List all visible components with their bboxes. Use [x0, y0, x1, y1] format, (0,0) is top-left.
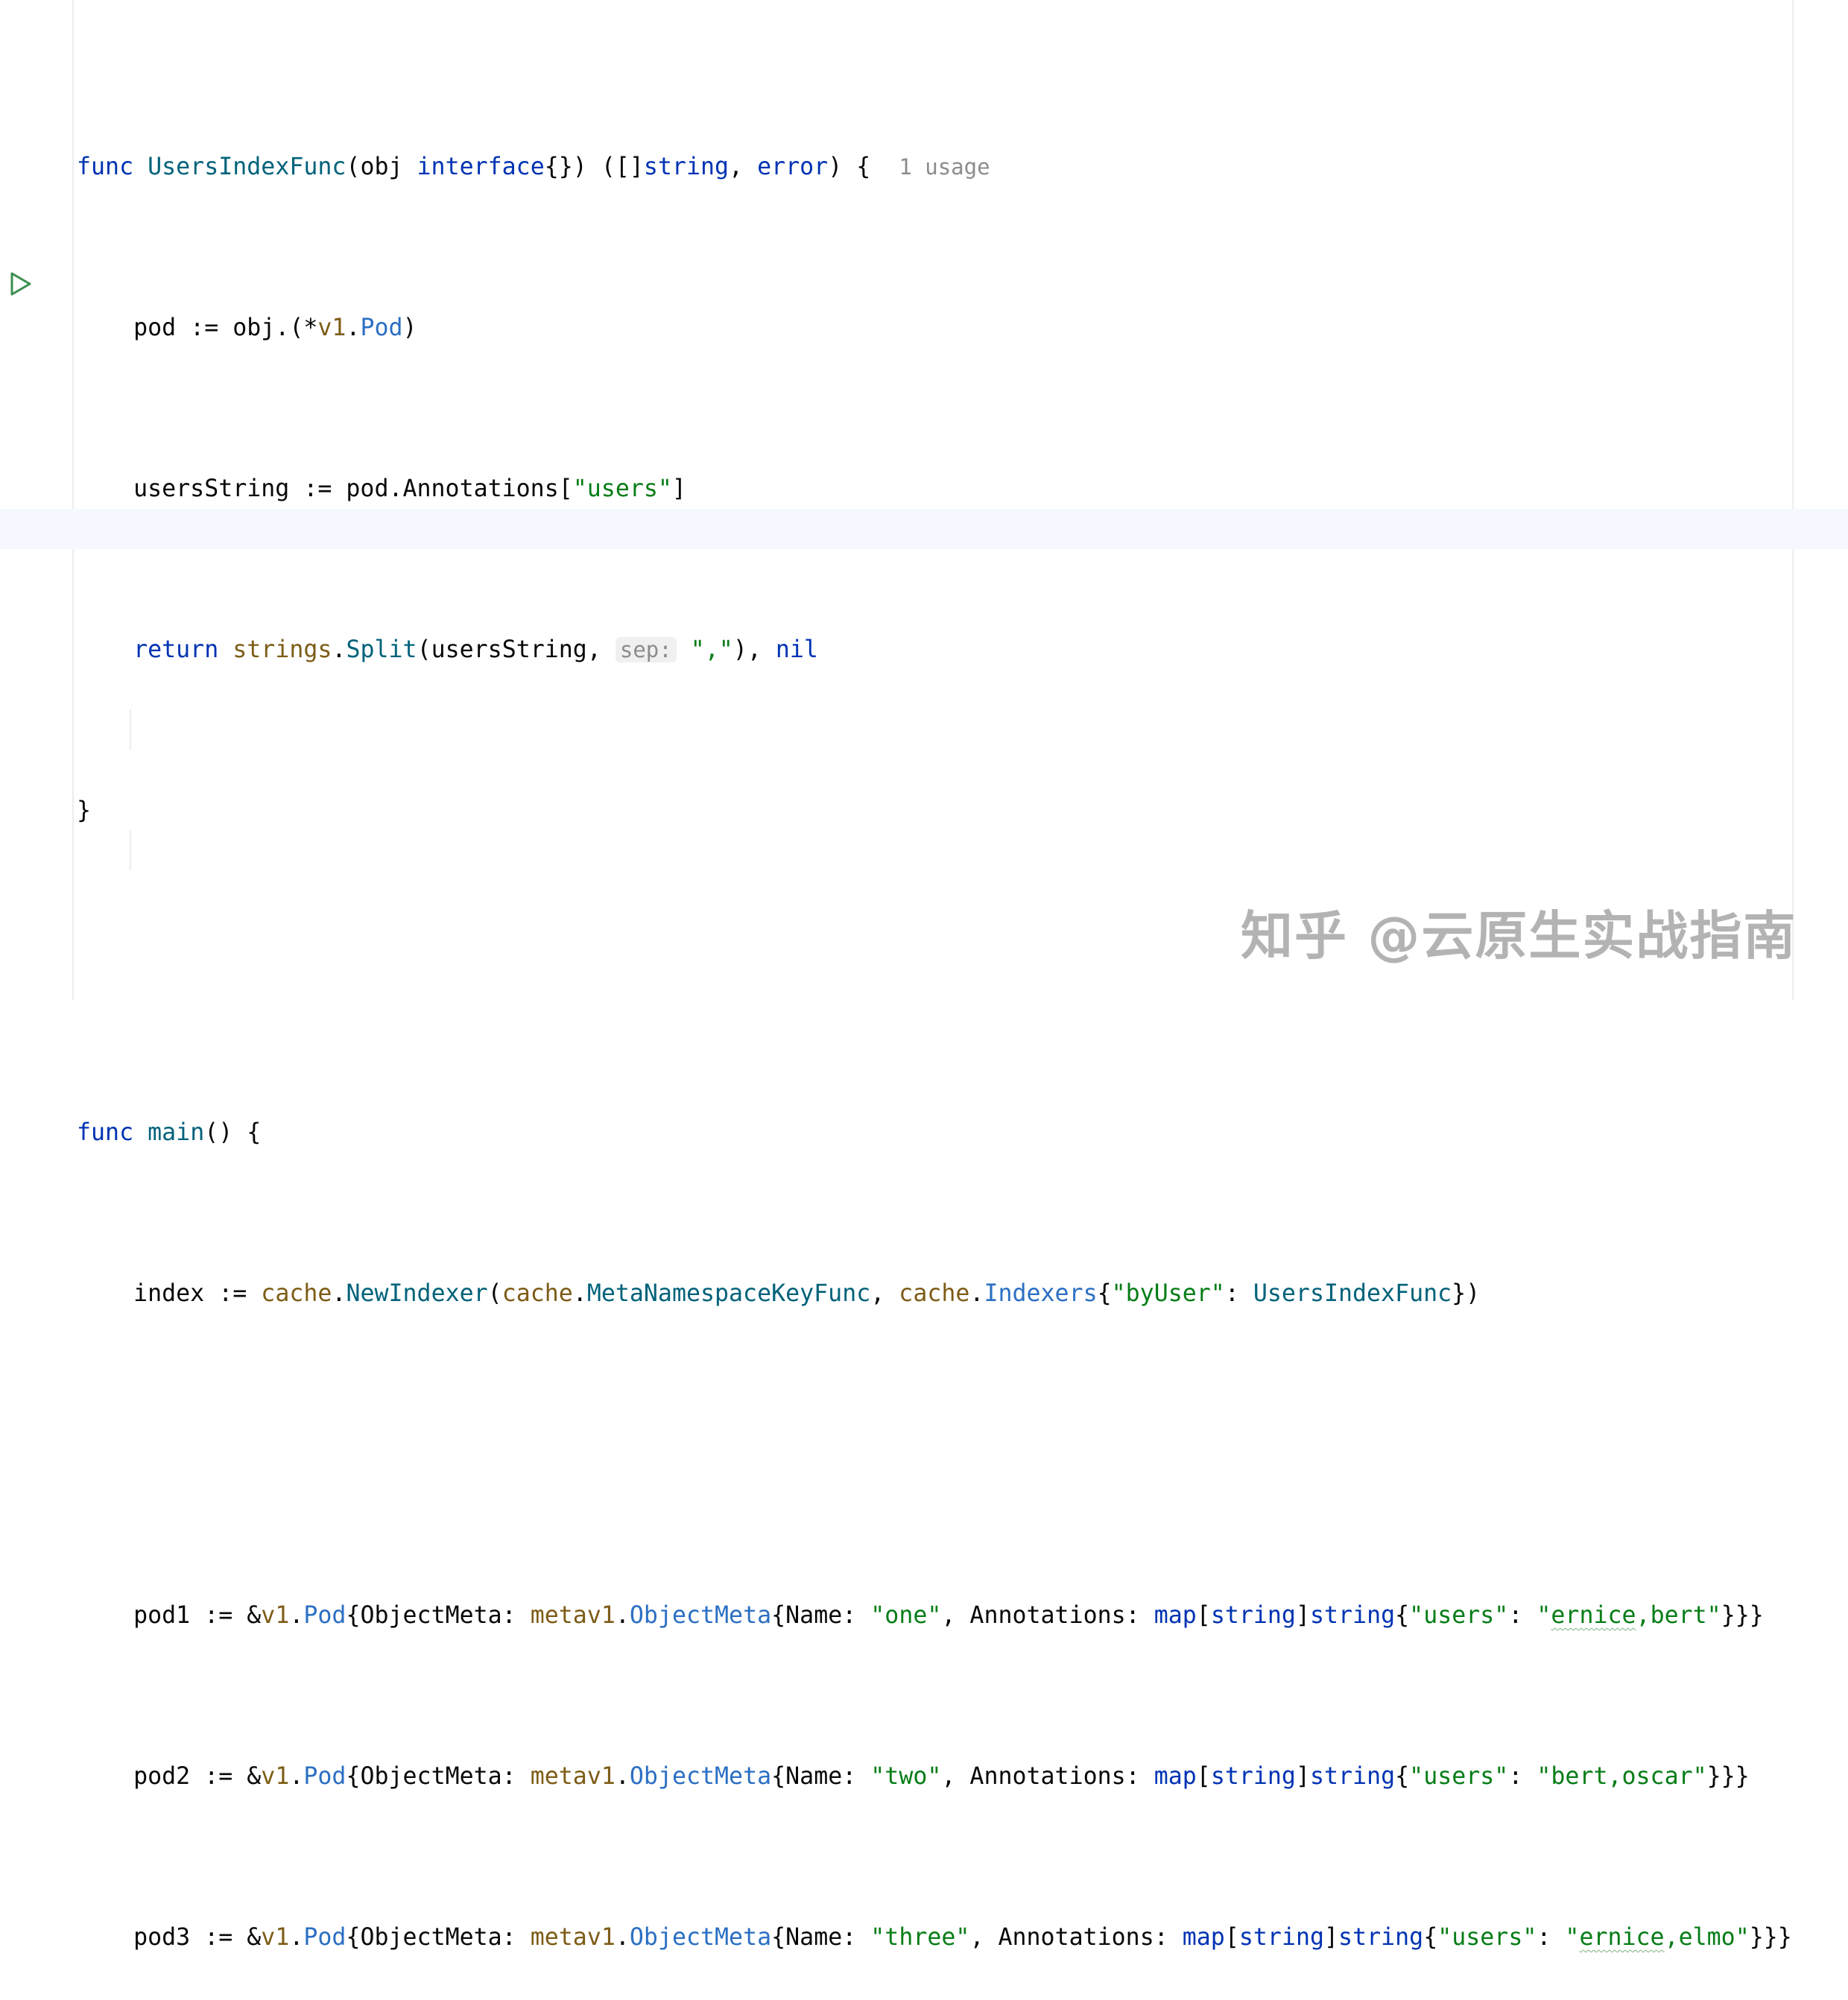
code-line: pod := obj.(*v1.Pod)	[133, 314, 417, 341]
code-line: pod1 := &v1.Pod{ObjectMeta: metav1.Objec…	[133, 1602, 1764, 1629]
indent-guide	[130, 830, 131, 870]
function-name: UsersIndexFunc	[148, 154, 346, 180]
code-line: return strings.Split(usersString, sep: "…	[133, 636, 818, 663]
code-line: index := cache.NewIndexer(cache.MetaName…	[133, 1280, 1481, 1307]
code-line: }	[77, 797, 92, 824]
code-line: pod3 := &v1.Pod{ObjectMeta: metav1.Objec…	[133, 1924, 1792, 1951]
usage-hint-link[interactable]: 1 usage	[899, 154, 990, 180]
watermark: 知乎 @云原生实战指南	[1241, 905, 1797, 966]
code-line: pod2 := &v1.Pod{ObjectMeta: metav1.Objec…	[133, 1763, 1750, 1790]
typo-warning: ernice	[1551, 1602, 1636, 1629]
current-line-highlight	[0, 509, 1848, 549]
code-editor[interactable]: func UsersIndexFunc(obj interface{}) ([]…	[77, 26, 1792, 2000]
code-line: func main() {	[77, 1119, 262, 1146]
run-triangle-icon[interactable]	[9, 271, 33, 297]
right-margin-guide	[1792, 0, 1794, 1000]
code-line: usersString := pod.Annotations["users"]	[133, 475, 686, 502]
indent-guide	[130, 709, 131, 750]
gutter-divider	[72, 0, 74, 1000]
inlay-hint-sep: sep:	[615, 637, 677, 662]
typo-warning: ernice	[1579, 1924, 1665, 1951]
code-line: func UsersIndexFunc(obj interface{}) ([]…	[77, 154, 990, 180]
code-line-blank	[77, 1434, 1792, 1475]
function-name: main	[148, 1119, 205, 1146]
